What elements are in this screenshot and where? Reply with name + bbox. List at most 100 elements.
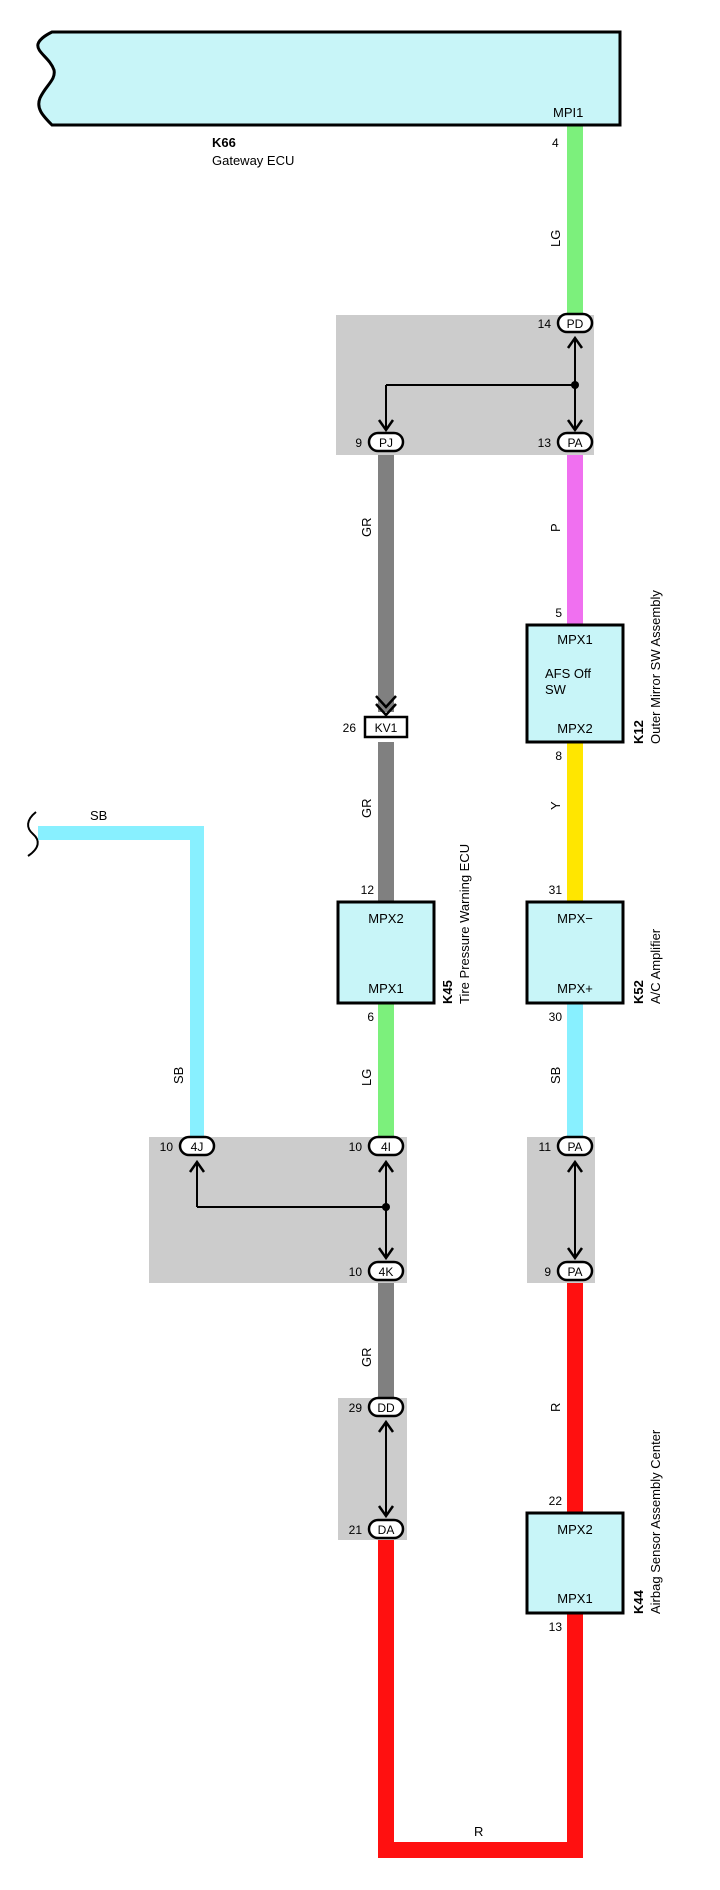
wire-r-left[interactable]	[378, 1540, 394, 1858]
svg-text:4J: 4J	[191, 1140, 204, 1154]
wire-label-gr-top: GR	[359, 518, 374, 538]
svg-text:PA: PA	[567, 1265, 582, 1279]
k12-pin-bottom: 8	[555, 749, 562, 763]
arrow-down-pa	[566, 419, 584, 433]
arrow-down-4k	[377, 1247, 395, 1261]
arrow-up-pd	[566, 335, 584, 349]
svg-text:4K: 4K	[379, 1265, 394, 1279]
wire-gr-low[interactable]	[378, 1283, 394, 1405]
pin-da: 21	[349, 1523, 363, 1537]
wire-sb-left-v[interactable]	[190, 826, 204, 1146]
k45-body[interactable]	[336, 900, 436, 1005]
wire-label-r-right: R	[548, 1403, 563, 1412]
wire-r-right-lower[interactable]	[567, 1613, 583, 1857]
k12-code: K12	[631, 720, 646, 744]
wire-gr-mid[interactable]	[378, 742, 394, 902]
arrow-down-da	[377, 1505, 395, 1519]
arrow-up-pa11	[566, 1159, 584, 1173]
connector-da[interactable]: DA	[367, 1518, 405, 1540]
k12-name: Outer Mirror SW Assembly	[648, 590, 663, 744]
gateway-terminal: MPI1	[553, 105, 583, 120]
k44-body[interactable]	[525, 1511, 625, 1615]
wire-sb-right[interactable]	[567, 1003, 583, 1145]
svg-text:PJ: PJ	[379, 436, 393, 450]
pin-4i: 10	[349, 1140, 363, 1154]
junction-block-pa	[527, 1137, 595, 1283]
connector-4i[interactable]: 4I	[367, 1135, 405, 1157]
k12-terminal-2: MPX2	[557, 721, 592, 736]
wire-label-r-bottom: R	[474, 1824, 483, 1839]
svg-text:4I: 4I	[381, 1140, 391, 1154]
pin-pa-top: 13	[538, 436, 552, 450]
svg-text:DD: DD	[377, 1401, 395, 1415]
arrow-up-dd	[377, 1419, 395, 1433]
k45-name: Tire Pressure Warning ECU	[457, 844, 472, 1004]
svg-text:KV1: KV1	[375, 721, 398, 735]
k52-code: K52	[631, 980, 646, 1004]
pin-pa-11: 11	[539, 1140, 552, 1154]
connector-kv1[interactable]: KV1	[363, 715, 409, 739]
pin-pd: 14	[538, 317, 552, 331]
wire-r-bottom[interactable]	[378, 1842, 583, 1858]
svg-text:PA: PA	[567, 436, 582, 450]
junction-block-mid	[149, 1137, 407, 1283]
connector-pj[interactable]: PJ	[367, 431, 405, 453]
wire-label-sb-left-v: SB	[171, 1067, 186, 1084]
k44-name: Airbag Sensor Assembly Center	[648, 1429, 663, 1614]
svg-text:DA: DA	[378, 1523, 395, 1537]
k44-code: K44	[631, 1589, 646, 1614]
pin-4k: 10	[349, 1265, 363, 1279]
svg-text:PD: PD	[567, 317, 584, 331]
k45-terminal-1: MPX2	[368, 911, 403, 926]
svg-text:PA: PA	[567, 1140, 582, 1154]
arrow-up-4j	[188, 1159, 206, 1173]
connector-pa-top[interactable]: PA	[556, 431, 594, 453]
gateway-ecu-body[interactable]	[36, 30, 622, 127]
wire-label-lg-mid: LG	[359, 1069, 374, 1086]
k44-terminal-2: MPX1	[557, 1591, 592, 1606]
wire-label-sb-left-h: SB	[90, 808, 107, 823]
junction-top-node	[571, 381, 579, 389]
wire-gr-top[interactable]	[378, 455, 394, 712]
k52-terminal-2: MPX+	[557, 981, 593, 996]
wire-lg-mid[interactable]	[378, 1003, 394, 1145]
wire-break-symbol	[27, 811, 39, 857]
pin-pj: 9	[355, 436, 362, 450]
k45-pin-bottom: 6	[367, 1010, 374, 1024]
gateway-pin: 4	[552, 136, 559, 150]
k52-terminal-1: MPX−	[557, 911, 593, 926]
connector-4j[interactable]: 4J	[178, 1135, 216, 1157]
wire-sb-left-h[interactable]	[38, 826, 204, 840]
k52-pin-bottom: 30	[549, 1010, 563, 1024]
k12-sw-line1: AFS Off	[545, 666, 591, 681]
kv1-arrow-icon	[375, 695, 397, 717]
k44-pin-bottom: 13	[549, 1620, 563, 1634]
k45-terminal-2: MPX1	[368, 981, 403, 996]
k44-terminal-1: MPX2	[557, 1522, 592, 1537]
pin-4j: 10	[160, 1140, 174, 1154]
k12-body[interactable]	[525, 623, 625, 744]
wire-y[interactable]	[567, 742, 583, 902]
k52-name: A/C Amplifier	[648, 928, 663, 1004]
wire-label-p: P	[548, 523, 563, 532]
k45-pin-top: 12	[361, 883, 375, 897]
junction-block-dd	[338, 1398, 407, 1540]
k12-terminal-1: MPX1	[557, 632, 592, 647]
connector-pa-11[interactable]: PA	[556, 1135, 594, 1157]
connector-4k[interactable]: 4K	[367, 1260, 405, 1282]
wire-p[interactable]	[567, 455, 583, 625]
arrow-down-pa9	[566, 1247, 584, 1261]
wire-lg-top[interactable]	[567, 124, 583, 322]
arrow-down-pj	[377, 419, 395, 433]
connector-pa-9[interactable]: PA	[556, 1260, 594, 1282]
arrow-up-4i	[377, 1159, 395, 1173]
pin-dd: 29	[349, 1401, 363, 1415]
k52-pin-top: 31	[549, 883, 563, 897]
connector-dd[interactable]: DD	[367, 1396, 405, 1418]
k52-body[interactable]	[525, 900, 625, 1005]
wire-r-right[interactable]	[567, 1283, 583, 1513]
connector-pd[interactable]: PD	[556, 312, 594, 334]
junction-mid-node	[382, 1203, 390, 1211]
k44-pin-top: 22	[549, 1494, 563, 1508]
